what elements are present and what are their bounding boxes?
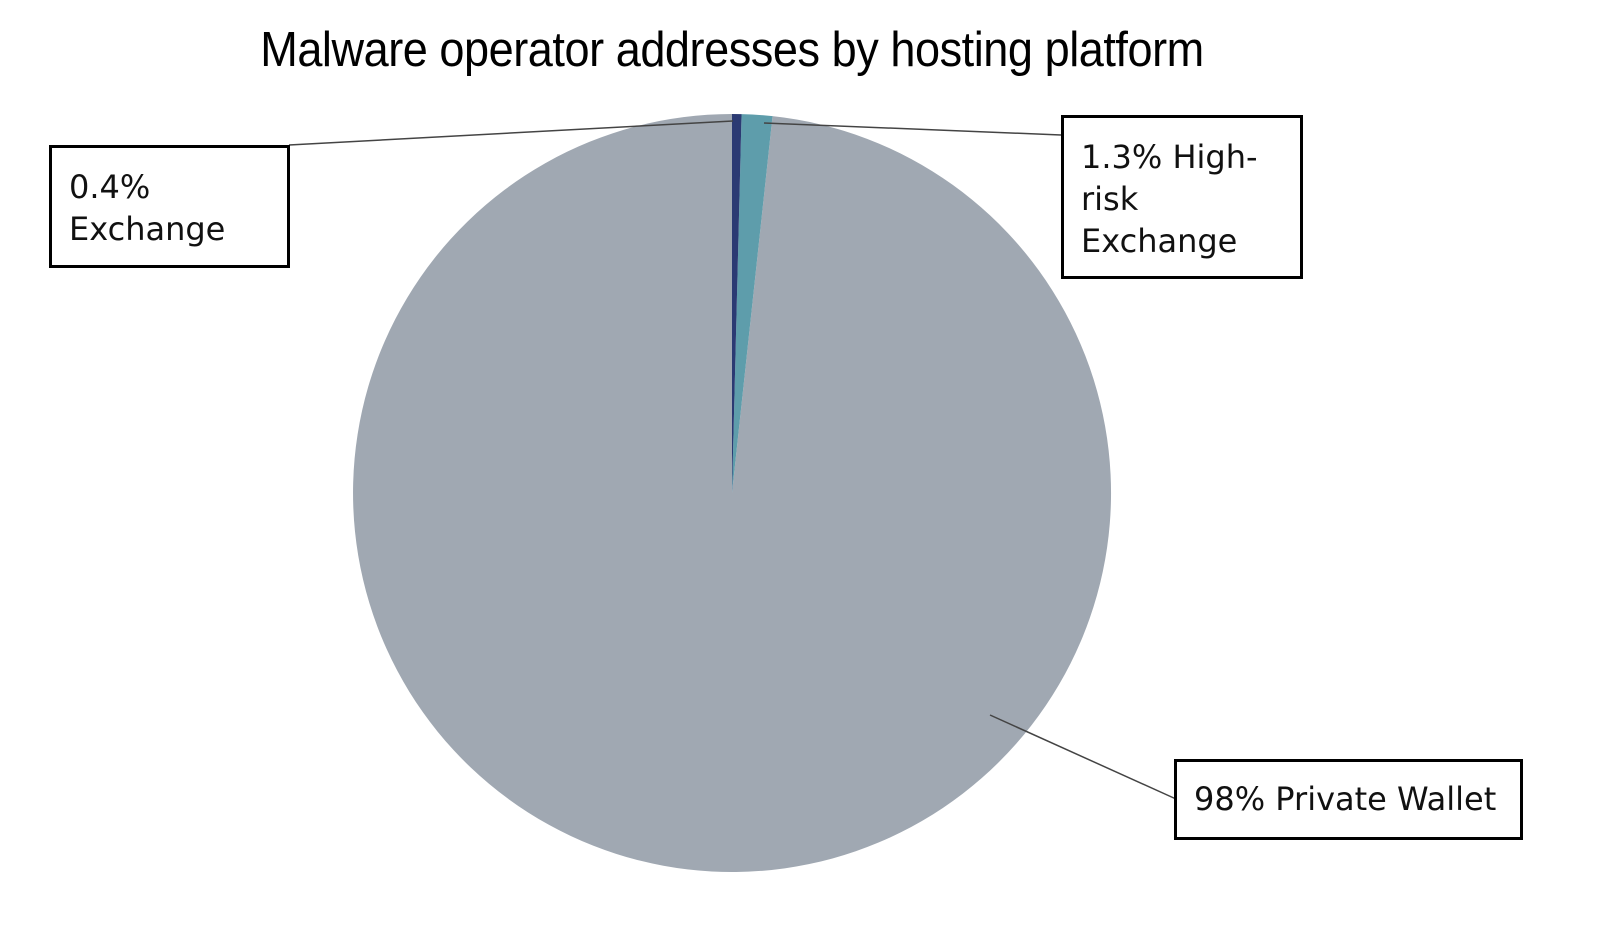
leader-lines [288,120,1177,800]
label-private-wallet-text: 98% Private Wallet [1194,780,1497,818]
label-high-risk-line1: 1.3% High- [1081,138,1258,176]
pie-slice-private-wallet [353,114,1112,872]
label-exchange: 0.4% Exchange [49,145,290,268]
label-high-risk-line2: risk [1081,180,1139,218]
leader-line-high-risk [763,122,1062,136]
pie-slice-exchange [732,114,742,493]
label-private-wallet: 98% Private Wallet [1174,759,1523,840]
pie-slices [353,114,1112,872]
leader-line-exchange [288,120,734,146]
label-high-risk-exchange: 1.3% High- risk Exchange [1061,115,1303,279]
pie-slice-high-risk-exchange [732,114,773,494]
label-high-risk-line3: Exchange [1081,222,1238,260]
label-exchange-name: Exchange [69,210,226,248]
chart-title: Malware operator addresses by hosting pl… [260,23,1204,77]
label-exchange-pct: 0.4% [69,168,151,206]
leader-line-private-wallet [989,714,1177,800]
